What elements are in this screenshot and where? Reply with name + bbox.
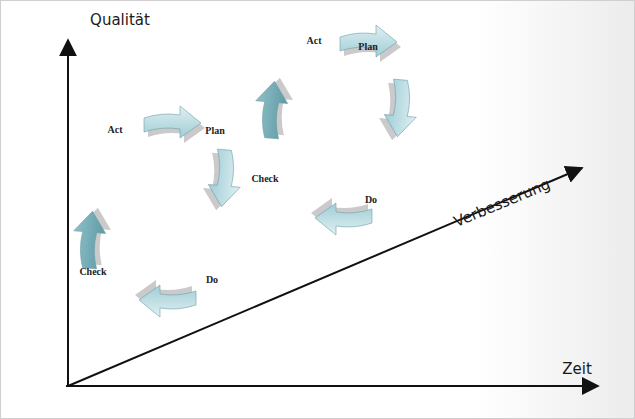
arrow-body [139, 285, 196, 317]
arrow-body [71, 210, 108, 270]
time-axis [66, 385, 598, 387]
cycle-arrow [144, 106, 205, 143]
cycle-arrow [311, 198, 372, 235]
arrow-body [207, 149, 244, 209]
pdca-step-label: Act [307, 35, 322, 46]
arrow-body [144, 106, 201, 138]
axis-label: Qualität [90, 11, 150, 29]
pdca-step-label: Do [365, 194, 377, 205]
axis-label: Zeit [562, 360, 592, 378]
pdca-step-label: Plan [358, 41, 377, 52]
pdca-step-label: Check [79, 266, 106, 277]
arrow-body [315, 203, 372, 235]
pdca-step-label: Check [251, 173, 278, 184]
arrow-body [383, 79, 420, 139]
cycle-arrow [377, 78, 419, 142]
cycle-arrow [340, 25, 401, 62]
pdca-step-label: Act [108, 124, 123, 135]
cycle-arrow [71, 206, 113, 270]
cycle-arrow [201, 148, 243, 212]
arrow-body [340, 25, 397, 57]
pdca-step-label: Do [206, 274, 218, 285]
pdca-arrows [71, 25, 420, 317]
cycle-arrow [135, 280, 196, 317]
quality-axis [67, 40, 69, 386]
pdca-step-label: Plan [205, 125, 224, 136]
improvement-line [68, 168, 582, 386]
arrow-body [253, 80, 290, 140]
cycle-arrow [253, 76, 295, 140]
